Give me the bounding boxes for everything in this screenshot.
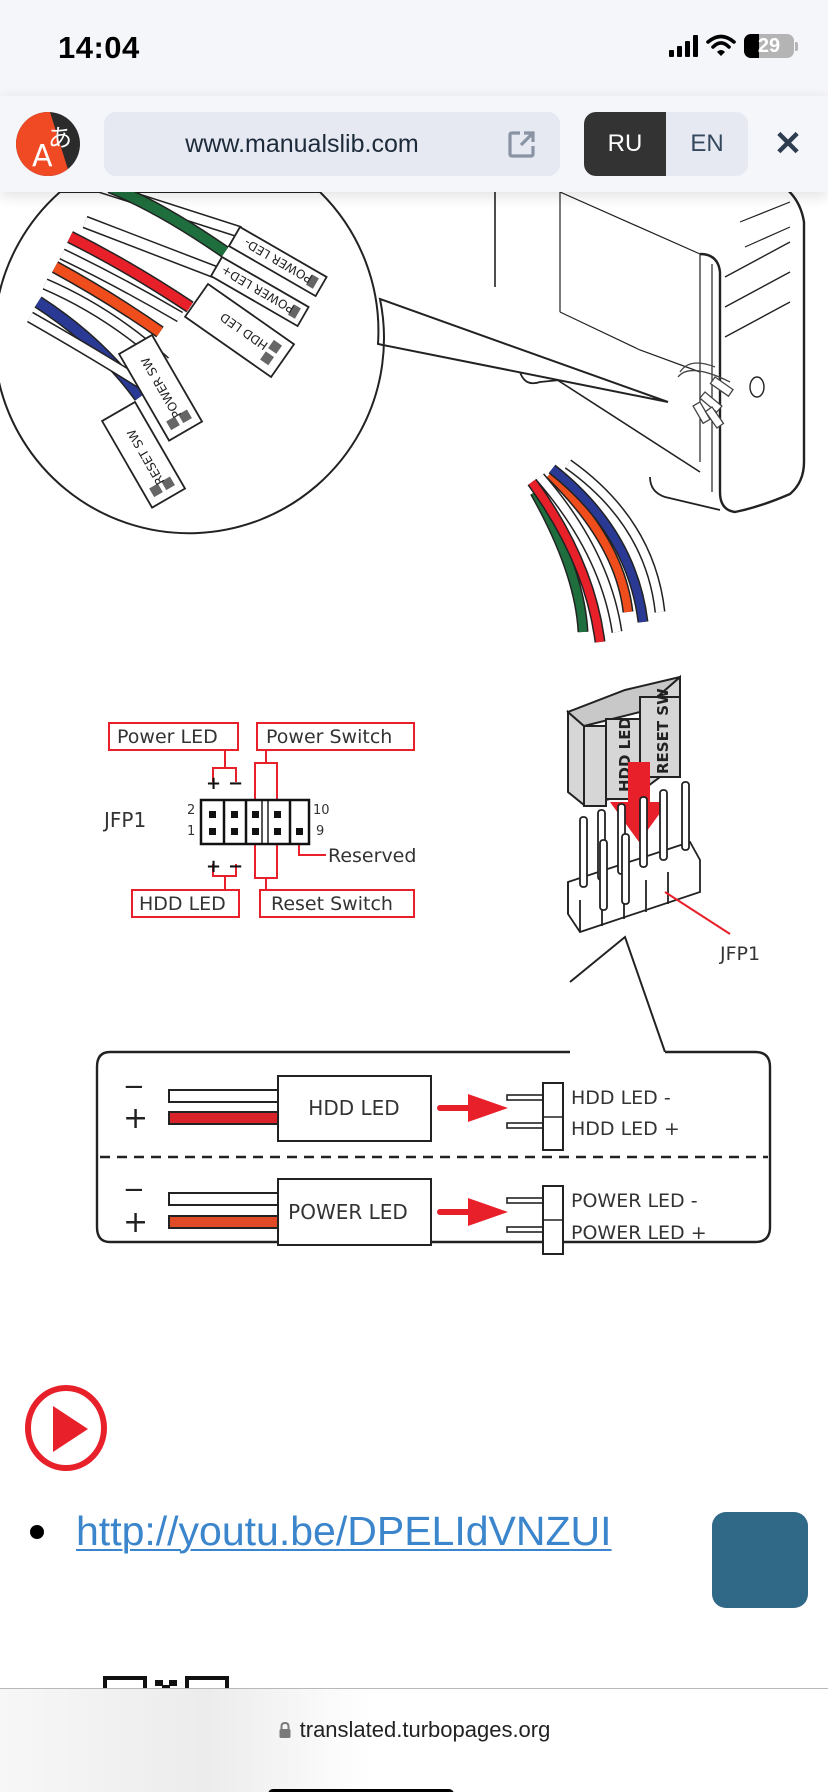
page-content: POWER LED- POWER LED+ HDD LED POWER SW [0, 192, 828, 1688]
pc-case-illustration [494, 192, 806, 514]
translator-bar: A あ www.manualslib.com RU EN ✕ [0, 96, 828, 192]
svg-text:POWER LED -: POWER LED - [571, 1190, 698, 1212]
status-time: 14:04 [58, 30, 140, 65]
wifi-icon [706, 34, 736, 56]
battery-tip [795, 41, 798, 51]
svg-text:+: + [123, 1101, 148, 1136]
svg-text:RESET SW: RESET SW [654, 688, 672, 774]
plug-into-header-illustration: HDD LED RESET SW JFP1 [527, 459, 760, 1053]
play-circle-icon[interactable] [22, 1384, 110, 1472]
cellular-signal-icon [669, 35, 698, 57]
svg-text:Reserved: Reserved [328, 845, 416, 867]
youtube-link[interactable]: http://youtu.be/DPELIdVNZUI [76, 1508, 612, 1554]
url-field[interactable]: www.manualslib.com [104, 112, 560, 176]
url-text: www.manualslib.com [185, 129, 419, 158]
logo-latin: A [32, 139, 53, 174]
label-box-power-led [108, 722, 239, 751]
svg-text:POWER LED: POWER LED [288, 1200, 408, 1224]
svg-text:2: 2 [187, 803, 195, 818]
browser-bottom-bar: translated.turbopages.org [0, 1688, 828, 1792]
svg-text:Reset Switch: Reset Switch [271, 893, 393, 915]
right-arrow-icon [468, 1094, 508, 1122]
svg-text:Power Switch: Power Switch [266, 726, 392, 748]
external-link-icon[interactable] [506, 128, 538, 160]
svg-text:HDD LED -: HDD LED - [571, 1087, 671, 1109]
front-panel-diagram: POWER LED- POWER LED+ HDD LED POWER SW [0, 192, 806, 1255]
svg-text:+: + [123, 1205, 148, 1240]
svg-text:Power LED: Power LED [117, 726, 218, 748]
floating-action-button[interactable] [712, 1512, 808, 1608]
label-box-reset-switch [259, 889, 415, 918]
translate-logo-icon[interactable]: A あ [16, 112, 80, 176]
bubble-wires [27, 192, 242, 401]
status-bar: 14:04 29 [0, 0, 828, 96]
logo-japanese: あ [48, 124, 72, 152]
right-arrow-icon [468, 1198, 508, 1226]
lang-ru-button[interactable]: RU [584, 112, 666, 176]
video-link-list-item: http://youtu.be/DPELIdVNZUI [30, 1508, 612, 1555]
svg-text:HDD LED +: HDD LED + [571, 1118, 680, 1140]
svg-text:HDD LED: HDD LED [139, 893, 226, 915]
label-box-power-switch [256, 722, 415, 751]
svg-text:JFP1: JFP1 [719, 943, 760, 965]
svg-text:−: − [228, 773, 243, 794]
lock-icon [279, 1721, 291, 1738]
svg-text:−: − [123, 1175, 145, 1205]
case-wire-bundle [677, 362, 734, 429]
list-bullet [30, 1524, 44, 1539]
jfp1-header-3d [567, 781, 701, 934]
battery-icon: 29 [744, 34, 798, 58]
address-display[interactable]: translated.turbopages.org [0, 1717, 828, 1743]
svg-text:POWER LED +: POWER LED + [571, 1222, 707, 1244]
qr-code-partial [103, 1676, 229, 1688]
svg-text:1: 1 [187, 824, 195, 839]
svg-text:+: + [206, 856, 221, 877]
led-wiring-legend: − + HDD LED HDD LED - HDD LED + − + POWE… [95, 1050, 772, 1255]
battery-fill [744, 34, 759, 58]
domain-text: translated.turbopages.org [299, 1717, 551, 1742]
svg-text:10: 10 [313, 803, 330, 818]
status-icons: 29 [669, 34, 798, 58]
battery-percent: 29 [757, 34, 781, 57]
jfp1-pinout: Power LED Power Switch HDD LED Reset Swi… [102, 722, 416, 918]
svg-text:+: + [206, 773, 221, 794]
lang-en-button[interactable]: EN [690, 130, 724, 157]
svg-text:JFP1: JFP1 [102, 808, 146, 832]
svg-text:HDD LED: HDD LED [308, 1096, 399, 1120]
close-translator-button[interactable]: ✕ [773, 125, 803, 163]
label-box-hdd-led [131, 889, 240, 918]
svg-text:9: 9 [316, 824, 324, 839]
connector-zoom-bubble [0, 192, 669, 535]
svg-text:−: − [228, 856, 243, 877]
home-indicator[interactable] [268, 1789, 454, 1792]
language-toggle: RU EN [584, 112, 748, 176]
svg-text:−: − [123, 1072, 145, 1102]
battery-level: 29 [744, 34, 794, 58]
